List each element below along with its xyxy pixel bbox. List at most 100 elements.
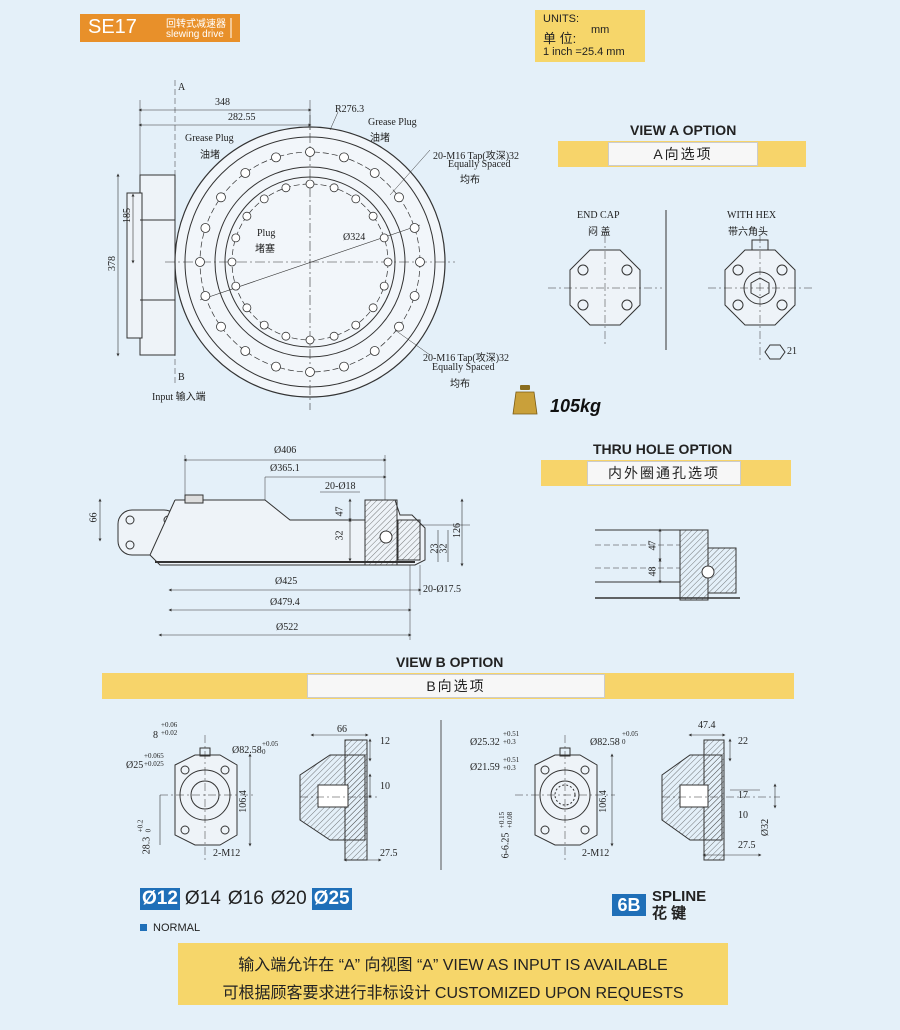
bl-s12: 12 — [380, 736, 390, 747]
bl-m12: 2-M12 — [213, 848, 241, 859]
bolt-hole — [195, 257, 205, 267]
dia-324: Ø324 — [343, 232, 366, 243]
top-view-drawing — [116, 80, 455, 410]
br-s32: Ø32 — [760, 818, 772, 837]
br-d82: Ø82.58 — [590, 737, 620, 748]
bolt-hole — [369, 346, 380, 356]
br-d6: 6-6.25 — [500, 832, 512, 859]
sec-holes-bot: 20-Ø17.5 — [423, 584, 462, 595]
spline-cn: 花 键 — [652, 905, 687, 922]
bl-s10: 10 — [380, 781, 390, 792]
bolt-hole — [259, 320, 269, 330]
tap-bot-line3: 均布 — [450, 379, 470, 390]
br-s47: 47.4 — [698, 720, 716, 731]
note-line1: 输入端允许在 “A” 向视图 “A” VIEW AS INPUT IS AVAI… — [238, 957, 668, 974]
br-d25-tol: +0.51 +0.3 — [503, 730, 520, 746]
units-mm: mm — [591, 24, 610, 36]
bolt-hole — [379, 233, 389, 243]
sec-d47: 47 — [334, 506, 346, 517]
tap-bot-line1: 20-M16 Tap(攻深)32 — [423, 353, 510, 364]
bolt-hole — [368, 211, 378, 221]
grease-plug-right-cn: 油堵 — [370, 133, 390, 144]
view-b-right-section — [661, 733, 780, 861]
thru-hole-section-drawing — [595, 528, 740, 601]
br-d21: Ø21.59 — [470, 762, 500, 773]
bl-s27: 27.5 — [380, 848, 398, 859]
br-d106: 106.4 — [597, 790, 609, 813]
sec-d425: Ø425 — [275, 576, 298, 587]
bolt-hole — [394, 321, 404, 332]
dim-348: 348 — [215, 97, 230, 108]
bl-d82-tol: +0.05 0 — [262, 740, 279, 756]
tap-bot-line2: Equally Spaced — [432, 362, 495, 373]
units-box: UNITS: 单 位: mm 1 inch =25.4 mm — [535, 10, 645, 62]
grease-plug-left-en: Grease Plug — [185, 133, 234, 144]
bolt-hole — [216, 321, 226, 332]
thru-d48: 48 — [647, 566, 659, 577]
br-d82-tol: +0.05 0 — [622, 730, 639, 746]
bolt-hole — [200, 291, 211, 301]
end-cap-drawing — [548, 235, 662, 345]
bolt-hole — [281, 331, 291, 341]
model-name-en: slewing drive — [166, 29, 224, 40]
bolt-hole — [271, 361, 281, 372]
sec-d479: Ø479.4 — [270, 597, 300, 608]
units-label-cn: 单 位: — [543, 31, 577, 46]
bl-d25-tol: +0.065 +0.025 — [144, 752, 164, 768]
dim-378: 378 — [107, 256, 118, 271]
with-hex-drawing — [708, 235, 812, 360]
view-b-marker: B — [178, 372, 185, 383]
br-d21-tol: +0.51 +0.3 — [503, 756, 520, 772]
bl-d82: Ø82.58 — [232, 745, 262, 756]
bolt-hole — [216, 192, 226, 203]
spline-label: SPLINE 花 键 — [652, 888, 706, 922]
bolt-hole — [240, 346, 251, 356]
bl-d28-tol: +0.2 0 — [136, 819, 153, 833]
view-a-label: A向选项 — [608, 142, 758, 166]
bolt-hole — [368, 303, 378, 313]
bolt-hole — [351, 194, 361, 204]
bolt-hole — [200, 223, 211, 233]
bl-d8: 8 — [153, 730, 158, 741]
thru-d47: 47 — [647, 540, 659, 551]
model-name-cn: 回转式减速器 — [166, 19, 226, 30]
section-view-drawing — [98, 455, 470, 640]
br-m12: 2-M12 — [582, 848, 610, 859]
bolt-hole — [409, 291, 420, 301]
note-line2: 可根据顾客要求进行非标设计 CUSTOMIZED UPON REQUESTS — [222, 985, 684, 1002]
bl-d106: 106.4 — [237, 790, 249, 813]
view-a-marker: A — [178, 82, 186, 93]
bolt-hole — [409, 223, 420, 233]
plug-en: Plug — [257, 228, 276, 239]
view-b-right-drawing — [515, 735, 615, 860]
bore-option: Ø14 — [184, 888, 221, 909]
tap-top-line1: 20-M16 Tap(攻深)32 — [433, 151, 520, 162]
plug-cn: 堵塞 — [255, 244, 275, 255]
units-conversion: 1 inch =25.4 mm — [543, 46, 625, 58]
bolt-hole — [259, 194, 269, 204]
thru-hole-label: 内外圈通孔选项 — [587, 461, 741, 485]
dim-185: 185 — [122, 208, 133, 223]
bolt-holes — [195, 147, 425, 377]
bore-option: Ø20 — [270, 888, 307, 909]
bolt-hole — [271, 152, 281, 163]
normal-swatch — [140, 924, 147, 931]
bolt-hole — [415, 257, 425, 267]
bore-option: Ø12 — [140, 888, 180, 910]
dim-282: 282.55 — [228, 112, 256, 123]
br-d25: Ø25.32 — [470, 737, 500, 748]
grease-plug-left-cn: 油堵 — [200, 150, 220, 161]
bolt-hole — [351, 320, 361, 330]
hex-dim-21: 21 — [787, 346, 797, 357]
weight-value: 105kg — [550, 396, 602, 416]
with-hex-cn: 带六角头 — [728, 227, 768, 238]
bolt-hole — [305, 147, 315, 157]
br-d6-tol: +0.15 +0.08 — [498, 811, 515, 829]
br-s17: 17 — [738, 790, 748, 801]
sec-d126: 126 — [452, 523, 463, 538]
end-cap-en: END CAP — [577, 210, 620, 221]
sec-d32b: 32 — [438, 543, 450, 554]
br-s27: 27.5 — [738, 840, 756, 851]
tap-top-line2: Equally Spaced — [448, 159, 511, 170]
sec-d32: 32 — [334, 530, 346, 541]
